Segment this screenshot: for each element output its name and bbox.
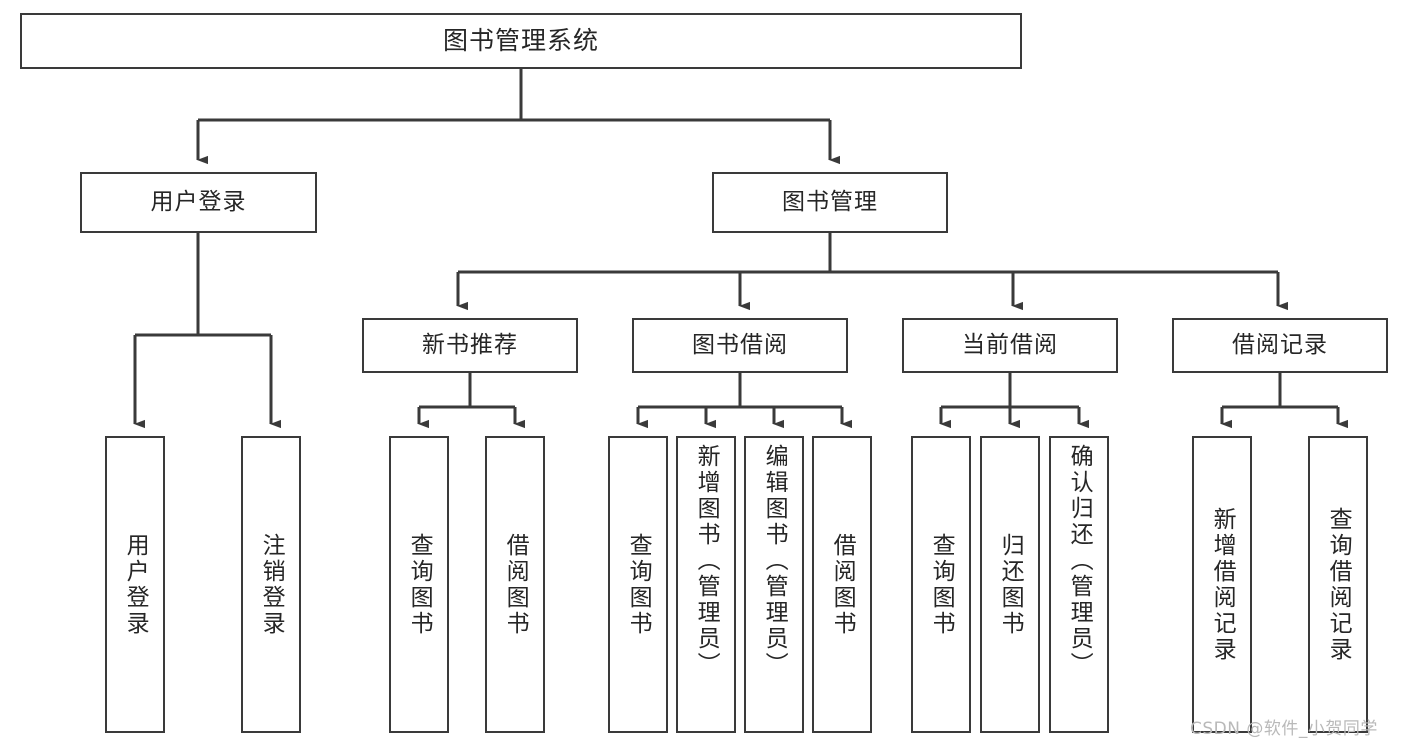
node-leaf-book-borrow-4[interactable]: 借阅图书 <box>812 436 872 733</box>
node-leaf-borrow-record-1[interactable]: 新增借阅记录 <box>1192 436 1252 733</box>
node-user-login[interactable]: 用户登录 <box>80 172 317 233</box>
node-current-borrow-label: 当前借阅 <box>962 331 1058 358</box>
node-leaf-current-borrow-2-label: 归还图书 <box>997 532 1024 637</box>
node-leaf-current-borrow-2[interactable]: 归还图书 <box>980 436 1040 733</box>
node-leaf-book-borrow-2[interactable]: 新增图书（管理员） <box>676 436 736 733</box>
node-borrow-record-label: 借阅记录 <box>1232 331 1328 358</box>
node-leaf-book-borrow-4-label: 借阅图书 <box>829 532 856 637</box>
node-leaf-new-book-2[interactable]: 借阅图书 <box>485 436 545 733</box>
node-new-book-recommend[interactable]: 新书推荐 <box>362 318 578 373</box>
node-book-borrow[interactable]: 图书借阅 <box>632 318 848 373</box>
node-leaf-book-borrow-3-label: 编辑图书（管理员） <box>761 444 788 678</box>
node-leaf-user-login-1-label: 用户登录 <box>122 532 149 637</box>
node-leaf-user-login-2[interactable]: 注销登录 <box>241 436 301 733</box>
node-leaf-new-book-2-label: 借阅图书 <box>502 532 529 637</box>
node-root-book-management-system[interactable]: 图书管理系统 <box>20 13 1022 69</box>
node-leaf-current-borrow-1-label: 查询图书 <box>928 532 955 637</box>
node-leaf-current-borrow-1[interactable]: 查询图书 <box>911 436 971 733</box>
node-book-management-label: 图书管理 <box>782 188 878 215</box>
node-borrow-record[interactable]: 借阅记录 <box>1172 318 1388 373</box>
node-leaf-current-borrow-3[interactable]: 确认归还（管理员） <box>1049 436 1109 733</box>
node-leaf-book-borrow-2-label: 新增图书（管理员） <box>693 444 720 678</box>
node-leaf-borrow-record-2-label: 查询借阅记录 <box>1325 506 1352 663</box>
node-current-borrow[interactable]: 当前借阅 <box>902 318 1118 373</box>
node-leaf-book-borrow-1[interactable]: 查询图书 <box>608 436 668 733</box>
node-leaf-book-borrow-1-label: 查询图书 <box>625 532 652 637</box>
node-book-borrow-label: 图书借阅 <box>692 331 788 358</box>
csdn-watermark: CSDN @软件_小贺同学 <box>1190 719 1378 739</box>
node-book-management[interactable]: 图书管理 <box>712 172 948 233</box>
node-user-login-label: 用户登录 <box>150 188 247 215</box>
node-new-book-recommend-label: 新书推荐 <box>422 331 518 358</box>
node-leaf-user-login-2-label: 注销登录 <box>258 532 285 637</box>
node-root-label: 图书管理系统 <box>442 26 599 56</box>
node-leaf-book-borrow-3[interactable]: 编辑图书（管理员） <box>744 436 804 733</box>
node-leaf-new-book-1[interactable]: 查询图书 <box>389 436 449 733</box>
node-leaf-new-book-1-label: 查询图书 <box>406 532 433 637</box>
node-leaf-borrow-record-2[interactable]: 查询借阅记录 <box>1308 436 1368 733</box>
node-leaf-user-login-1[interactable]: 用户登录 <box>105 436 165 733</box>
node-leaf-current-borrow-3-label: 确认归还（管理员） <box>1066 444 1093 678</box>
node-leaf-borrow-record-1-label: 新增借阅记录 <box>1209 506 1236 663</box>
